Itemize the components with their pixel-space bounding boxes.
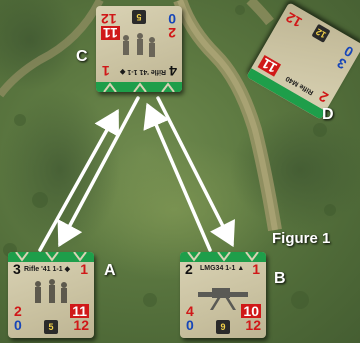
counter-right-bottom: 12 [245,317,261,333]
arrow-a-to-c [38,108,119,252]
counter-badge: 5 [132,10,146,24]
counter-top-left: 2 [316,88,331,106]
chevron-marker [8,252,94,262]
soldier-figures-icon [123,33,155,57]
counter-top-left: 2 [185,261,193,277]
counter-badge: 5 [44,320,58,334]
figure-title: Figure 1 [272,230,331,247]
unit-counter-b[interactable]: 2 1 LMG34 1-1 ▲ 4 0 10 12 9 [180,252,266,338]
unit-counter-a[interactable]: 3 1 Rifle '41 1-1 ◆ 2 0 11 12 5 [8,252,94,338]
counter-left-bottom: 0 [186,317,194,333]
counter-right-top: 10 [241,303,261,319]
counter-letter-d: D [322,106,334,123]
counter-left-bottom: 0 [341,42,357,61]
chevron-marker [246,68,326,120]
soldier-figures-icon [35,279,67,303]
counter-top-left: 4 [169,63,177,79]
arrow-c-to-a [57,96,140,248]
counter-letter-c: C [76,48,88,65]
counter-top-right: 1 [252,261,260,277]
counter-name: Rifle '41 1-1 ◆ [24,266,70,273]
counter-right-bottom: 12 [283,9,305,31]
machine-gun-icon [198,288,248,310]
unit-counter-d[interactable]: 2 11 Rifle M40 3 0 12 12 [246,2,360,120]
counter-left-top: 2 [168,25,176,41]
counter-top-right: 1 [102,63,110,79]
counter-name: LMG34 1-1 ▲ [200,265,245,272]
counter-right-bottom: 12 [73,317,89,333]
chevron-marker [180,252,266,262]
chevron-marker [96,82,182,92]
arrow-b-to-c [143,102,212,252]
counter-left-bottom: 0 [168,11,176,27]
counter-badge: 9 [216,320,230,334]
counter-left-top: 4 [186,303,194,319]
counter-right-bottom: 12 [101,11,117,27]
counter-left-top: 2 [14,303,22,319]
counter-letter-a: A [104,262,116,279]
counter-letter-b: B [274,270,286,287]
arrow-c-to-b [156,96,235,248]
counter-top-left: 3 [13,261,21,277]
counter-badge: 12 [311,23,331,43]
counter-right-top: 11 [70,303,89,319]
counter-left-bottom: 0 [14,317,22,333]
counter-top-right: 1 [80,261,88,277]
unit-counter-c[interactable]: 4 1 Rifle '41 1-1 ◆ 2 0 11 12 5 [96,6,182,92]
